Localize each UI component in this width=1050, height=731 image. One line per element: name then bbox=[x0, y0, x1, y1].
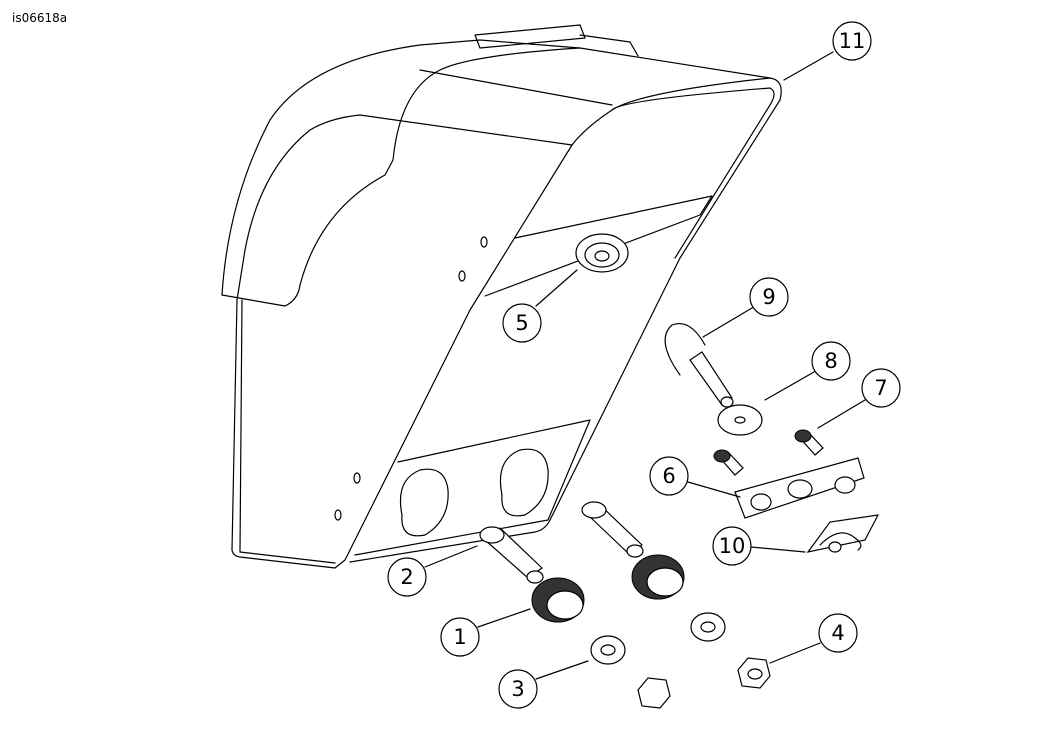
plate-and-latch bbox=[734, 457, 880, 553]
callout-7: 7 bbox=[861, 368, 901, 408]
svg-text:7: 7 bbox=[874, 376, 887, 400]
svg-text:5: 5 bbox=[515, 311, 528, 335]
callout-5: 5 bbox=[502, 303, 542, 343]
callout-6: 6 bbox=[649, 456, 689, 496]
svg-text:3: 3 bbox=[511, 677, 524, 701]
figure-id: is06618a bbox=[12, 11, 68, 25]
callout-3: 3 bbox=[498, 669, 538, 709]
callout-1: 1 bbox=[440, 617, 480, 657]
leader-lines bbox=[424, 51, 866, 680]
callout-11: 11 bbox=[832, 21, 872, 61]
washers-and-nuts bbox=[590, 612, 771, 709]
svg-text:2: 2 bbox=[400, 565, 413, 589]
svg-text:8: 8 bbox=[824, 349, 837, 373]
cover-body bbox=[221, 24, 782, 569]
pins-and-bumpers bbox=[479, 501, 685, 623]
callout-10: 10 bbox=[712, 526, 752, 566]
callout-9: 9 bbox=[749, 277, 789, 317]
latch-pin-parts bbox=[664, 323, 824, 476]
svg-text:11: 11 bbox=[839, 29, 866, 53]
svg-text:10: 10 bbox=[719, 534, 746, 558]
svg-text:6: 6 bbox=[662, 464, 675, 488]
svg-text:1: 1 bbox=[453, 625, 466, 649]
callout-8: 8 bbox=[811, 341, 851, 381]
callout-2: 2 bbox=[387, 557, 427, 597]
svg-text:9: 9 bbox=[762, 285, 775, 309]
svg-text:4: 4 bbox=[831, 621, 844, 645]
callout-4: 4 bbox=[818, 613, 858, 653]
grommet-part-5 bbox=[575, 233, 629, 273]
